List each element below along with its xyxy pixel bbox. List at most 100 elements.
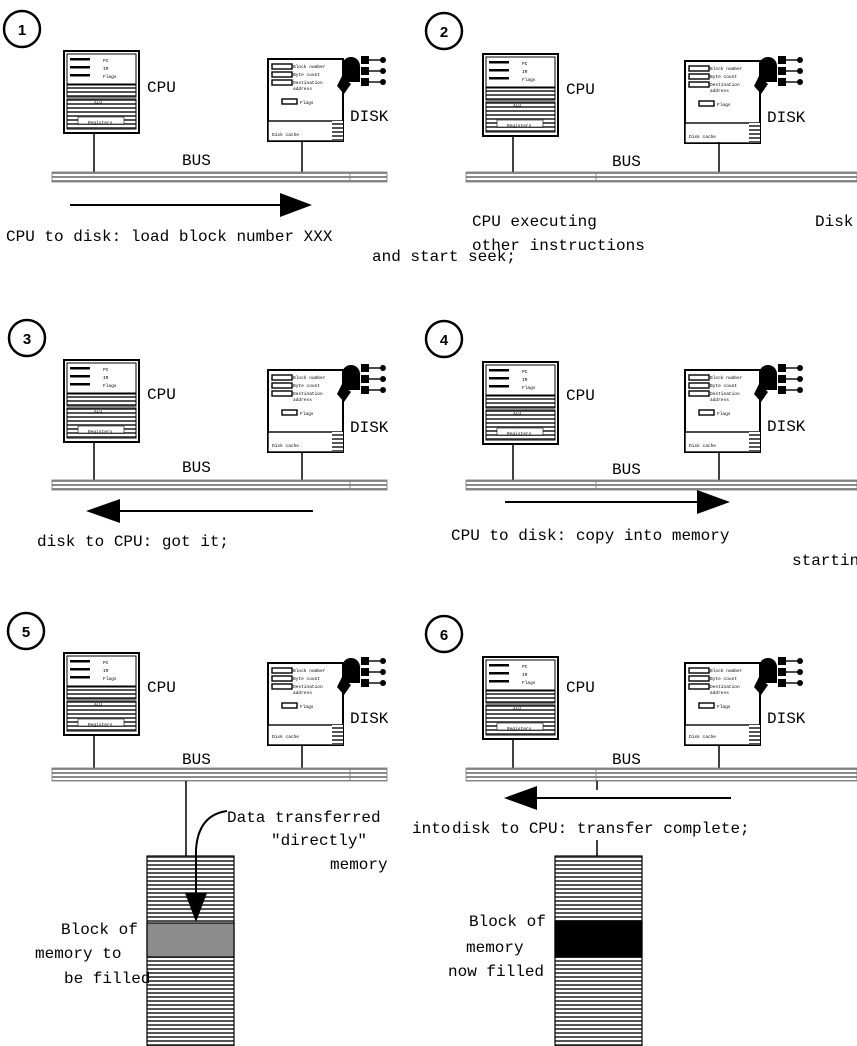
disk-controller	[684, 369, 761, 453]
alu-label: ALU	[513, 706, 521, 712]
pc-register-label: PC	[103, 58, 109, 64]
disk-drive-icon	[336, 55, 387, 95]
block-number-label: Block number	[293, 668, 326, 674]
step-number: 3	[23, 331, 31, 348]
block-number-label: Block number	[710, 668, 743, 674]
system-bus	[51, 767, 388, 782]
cpu-label: CPU	[147, 679, 176, 697]
destination-label: Destination	[710, 391, 740, 397]
ir-register-label: IR	[103, 668, 109, 674]
memory-caption-line3: now filled	[448, 963, 544, 981]
bus-label: BUS	[612, 461, 641, 479]
disk-controller	[267, 662, 344, 746]
disk-label: DISK	[767, 418, 806, 436]
cpu-label: CPU	[147, 79, 176, 97]
disk-drive-icon	[336, 656, 387, 696]
step-caption: CPU to disk: load block number XXX	[6, 228, 333, 246]
disk-label: DISK	[350, 710, 389, 728]
disk-drive-icon	[336, 363, 387, 403]
disk-cache-label: Disk cache	[272, 734, 299, 740]
transfer-caption: Data transferred	[227, 809, 381, 827]
step-number-badge	[6, 611, 46, 651]
flags-register-label: Flags	[103, 74, 117, 80]
flags-label: Flags	[300, 100, 314, 106]
panel-2: 2 PC IR Flags ALU Registers CPU Block nu…	[424, 11, 857, 255]
memory-caption-line2: memory to	[35, 945, 121, 963]
transfer-caption-directly: "directly"	[271, 832, 367, 850]
panel-5: 5 PC IR Flags ALU Registers CPU Block nu…	[6, 611, 450, 1046]
disk-label: DISK	[767, 710, 806, 728]
registers-label: Registers	[88, 429, 113, 435]
disk-cache-label: Disk cache	[689, 734, 716, 740]
step-caption-continued: startin	[792, 552, 857, 570]
disk-drive-icon	[753, 656, 804, 696]
destination-label: Destination	[293, 684, 323, 690]
step-caption-continued: and start seek;	[372, 248, 516, 266]
cpu-label: CPU	[147, 386, 176, 404]
step-number-badge	[2, 9, 42, 49]
block-number-label: Block number	[293, 375, 326, 381]
cpu-status-caption-continued: other instructions	[472, 237, 645, 255]
destination-label: Destination	[710, 82, 740, 88]
destination-label: Destination	[293, 80, 323, 86]
step-number: 5	[22, 624, 30, 641]
memory-caption-line2: memory	[466, 939, 524, 957]
alu-label: ALU	[513, 103, 521, 109]
step-number-badge	[424, 11, 464, 51]
alu-label: ALU	[94, 409, 102, 415]
ir-register-label: IR	[522, 69, 528, 75]
pc-register-label: PC	[522, 369, 528, 375]
disk-label: DISK	[350, 419, 389, 437]
ir-register-label: IR	[522, 377, 528, 383]
bus-label: BUS	[612, 153, 641, 171]
byte-count-label: Byte count	[293, 72, 320, 78]
flags-label: Flags	[300, 704, 314, 710]
pc-register-label: PC	[103, 367, 109, 373]
byte-count-label: Byte count	[710, 74, 737, 80]
address-label: address	[293, 86, 312, 92]
alu-label: ALU	[513, 411, 521, 417]
address-label: address	[293, 397, 312, 403]
disk-cache-label: Disk cache	[272, 132, 299, 138]
memory-caption-line3: be filled	[64, 970, 150, 988]
registers-label: Registers	[88, 722, 113, 728]
disk-cache-label: Disk cache	[689, 443, 716, 449]
memory-block-filled	[554, 920, 643, 958]
bus-label: BUS	[182, 751, 211, 769]
step-caption: CPU to disk: copy into memory	[451, 527, 730, 545]
address-label: address	[710, 397, 729, 403]
bus-label: BUS	[612, 751, 641, 769]
block-number-label: Block number	[710, 66, 743, 72]
disk-controller	[267, 58, 344, 142]
byte-count-label: Byte count	[710, 383, 737, 389]
disk-drive-icon	[753, 363, 804, 403]
flags-register-label: Flags	[103, 383, 117, 389]
disk-controller	[684, 60, 761, 144]
pc-register-label: PC	[522, 61, 528, 67]
system-bus	[465, 767, 857, 782]
transfer-caption-memory: memory	[330, 856, 388, 874]
ir-register-label: IR	[103, 66, 109, 72]
step-number-badge	[424, 319, 464, 359]
step-caption: disk to CPU: got it;	[37, 533, 229, 551]
flags-register-label: Flags	[522, 385, 536, 391]
system-bus	[465, 479, 857, 491]
step-number-badge	[7, 318, 47, 358]
byte-count-label: Byte count	[710, 676, 737, 682]
registers-label: Registers	[507, 726, 532, 732]
panel-4: 4 PC IR Flags ALU Registers CPU Block nu…	[424, 319, 857, 570]
byte-count-label: Byte count	[293, 383, 320, 389]
flags-label: Flags	[717, 102, 731, 108]
cpu-label: CPU	[566, 387, 595, 405]
flags-label: Flags	[300, 411, 314, 417]
step-number: 6	[440, 627, 448, 644]
disk-drive-icon	[753, 55, 804, 95]
block-number-label: Block number	[293, 64, 326, 70]
step-number-badge	[424, 614, 464, 654]
destination-label: Destination	[293, 391, 323, 397]
address-label: address	[710, 88, 729, 94]
disk-label: DISK	[767, 109, 806, 127]
cpu-status-caption: CPU executing	[472, 213, 597, 231]
cpu-label: CPU	[566, 81, 595, 99]
system-bus	[51, 479, 388, 491]
